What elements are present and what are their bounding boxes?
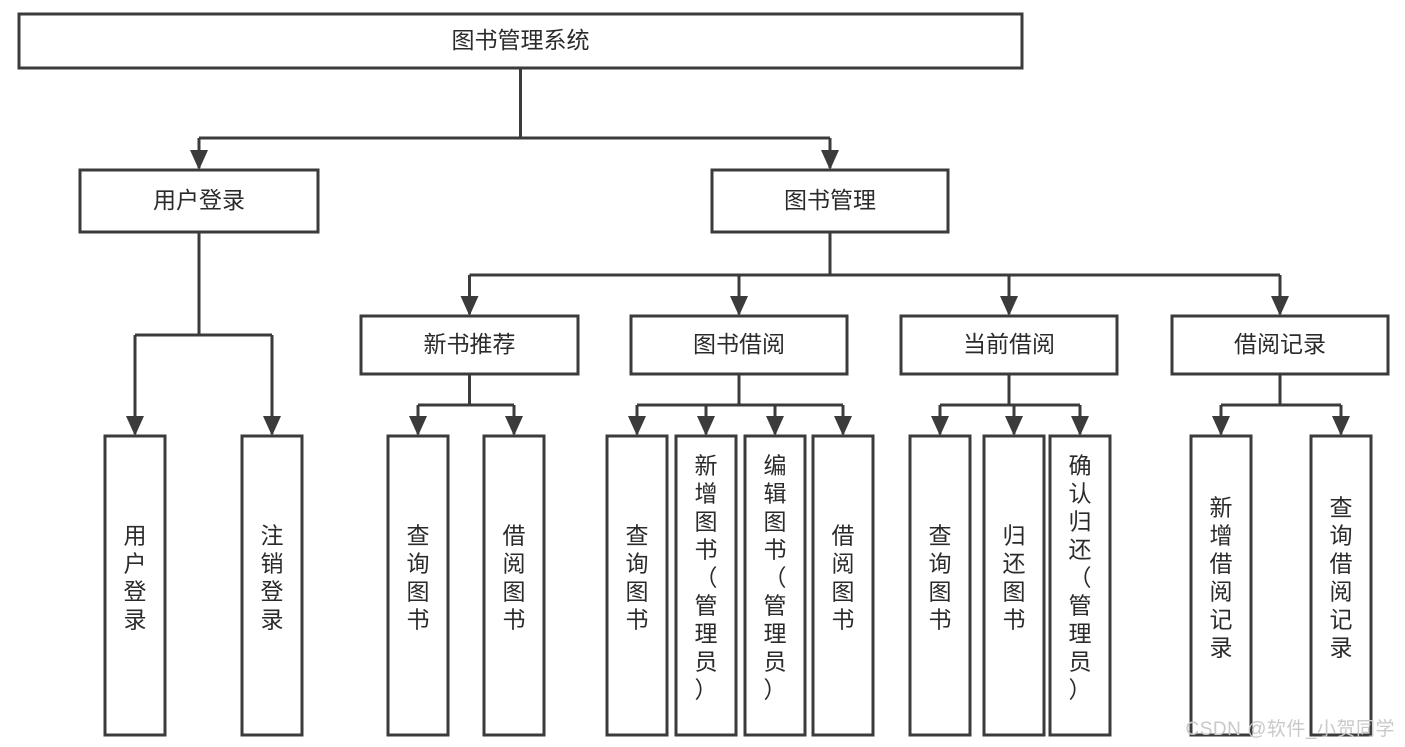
arrow-head-icon (821, 150, 839, 170)
node-box (674, 434, 738, 737)
node-15[interactable]: 归还图书 (982, 434, 1046, 737)
arrow-head-icon (766, 416, 784, 436)
node-3[interactable]: 注销登录 (240, 434, 304, 737)
node-box (982, 434, 1046, 737)
node-1[interactable]: 用户登录 (78, 168, 320, 234)
node-label: 查询图书 (929, 523, 952, 633)
node-12[interactable]: 借阅图书 (811, 434, 875, 737)
node-11[interactable]: 编辑图书（管理员） (743, 434, 807, 737)
node-8[interactable]: 图书借阅 (629, 314, 849, 376)
node-box (1189, 434, 1253, 737)
arrow-head-icon (263, 416, 281, 436)
arrow-head-icon (1271, 296, 1289, 316)
node-box (1309, 434, 1373, 737)
node-box (743, 434, 807, 737)
node-label: 查询图书 (407, 523, 430, 633)
node-7[interactable]: 借阅图书 (482, 434, 546, 737)
node-box (811, 434, 875, 737)
node-14[interactable]: 查询图书 (908, 434, 972, 737)
node-0[interactable]: 图书管理系统 (17, 12, 1024, 70)
node-box (1170, 314, 1390, 376)
arrow-head-icon (1332, 416, 1350, 436)
node-label: 新增图书（管理员） (695, 453, 718, 703)
node-label: 图书借阅 (693, 331, 785, 357)
node-label: 借阅图书 (832, 523, 855, 633)
arrow-head-icon (460, 296, 479, 316)
node-13[interactable]: 当前借阅 (899, 314, 1119, 376)
arrow-head-icon (931, 416, 949, 436)
node-box (17, 12, 1024, 70)
arrow-head-icon (1005, 416, 1023, 436)
node-box (482, 434, 546, 737)
node-label: 当前借阅 (963, 331, 1055, 357)
node-label: 确认归还（管理员） (1069, 453, 1092, 703)
node-5[interactable]: 新书推荐 (359, 314, 580, 376)
arrow-head-icon (190, 150, 208, 170)
node-box (1048, 434, 1112, 737)
node-6[interactable]: 查询图书 (386, 434, 450, 737)
node-box (386, 434, 450, 737)
node-label: 新书推荐 (424, 331, 516, 357)
node-label: 图书管理系统 (452, 27, 590, 53)
node-label: 归还图书 (1003, 523, 1026, 633)
node-label: 借阅图书 (503, 523, 526, 633)
arrow-head-icon (628, 416, 646, 436)
node-19[interactable]: 查询借阅记录 (1309, 434, 1373, 737)
node-2[interactable]: 用户登录 (103, 434, 167, 737)
node-18[interactable]: 新增借阅记录 (1189, 434, 1253, 737)
csdn-watermark: CSDN @软件_小贺同学 (1185, 719, 1395, 740)
arrow-head-icon (1000, 296, 1018, 316)
arrow-head-icon (126, 416, 144, 436)
node-label: 查询借阅记录 (1330, 495, 1353, 661)
node-4[interactable]: 图书管理 (710, 168, 950, 234)
node-box (359, 314, 580, 376)
node-box (103, 434, 167, 737)
arrow-head-icon (697, 416, 715, 436)
node-17[interactable]: 借阅记录 (1170, 314, 1390, 376)
arrow-head-icon (1212, 416, 1230, 436)
node-label: 用户登录 (153, 187, 245, 213)
arrow-head-icon (834, 416, 852, 436)
arrow-head-icon (1071, 416, 1089, 436)
arrow-head-icon (730, 296, 748, 316)
node-box (710, 168, 950, 234)
node-label: 用户登录 (124, 523, 147, 633)
node-label: 新增借阅记录 (1210, 495, 1233, 661)
arrow-head-icon (409, 416, 427, 436)
node-10[interactable]: 新增图书（管理员） (674, 434, 738, 737)
node-16[interactable]: 确认归还（管理员） (1048, 434, 1112, 737)
node-box (899, 314, 1119, 376)
node-label: 借阅记录 (1234, 331, 1326, 357)
node-label: 编辑图书（管理员） (764, 453, 787, 703)
node-box (908, 434, 972, 737)
node-box (240, 434, 304, 737)
arrow-head-icon (505, 416, 523, 436)
node-box (605, 434, 669, 737)
node-label: 查询图书 (626, 523, 649, 633)
node-9[interactable]: 查询图书 (605, 434, 669, 737)
node-label: 图书管理 (784, 187, 876, 213)
node-label: 注销登录 (261, 523, 284, 633)
